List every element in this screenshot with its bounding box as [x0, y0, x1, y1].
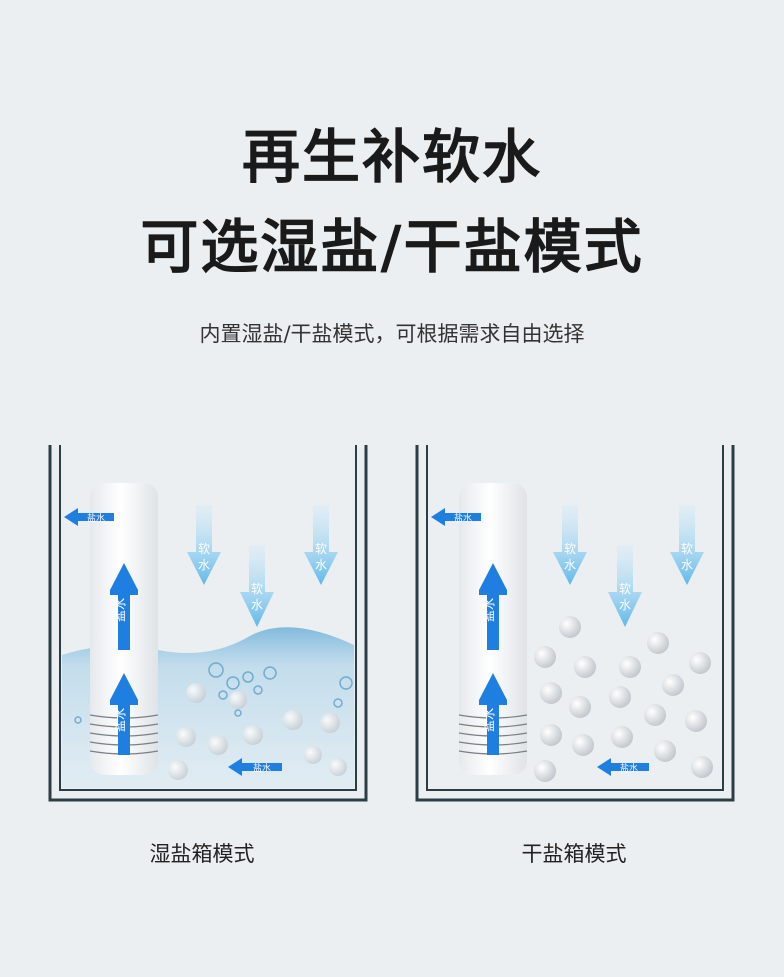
up-arrow-icon — [479, 673, 507, 755]
svg-text:软: 软 — [251, 582, 263, 596]
left-arrow-icon — [64, 508, 114, 526]
soft-water-arrow-2: 软 水 — [670, 505, 704, 585]
wet-salt-tank-illustration: 盐水 盐水 盐水 盐水 软 水 软 水 软 水 — [48, 445, 368, 805]
svg-text:水: 水 — [315, 558, 327, 572]
svg-text:水: 水 — [564, 558, 576, 572]
svg-text:水: 水 — [198, 558, 210, 572]
soft-water-arrow-1: 软 水 — [553, 505, 587, 585]
soft-water-arrow-3: 软 水 — [608, 545, 642, 627]
svg-text:软: 软 — [681, 542, 693, 556]
svg-text:软: 软 — [619, 582, 631, 596]
dry-salt-caption: 干盐箱模式 — [521, 842, 627, 866]
dry-salt-tank-illustration: 盐水 盐水 盐水 盐水 软 水 软 水 软 水 — [415, 445, 735, 805]
salt-pellets — [168, 683, 347, 780]
wet-salt-caption: 湿盐箱模式 — [149, 842, 255, 866]
up-arrow-icon — [110, 563, 138, 755]
salt-water-top-label: 盐水 — [454, 512, 472, 524]
water-bubbles — [74, 662, 353, 724]
left-arrow-bottom-icon — [597, 758, 649, 776]
up-arrow-icon — [479, 563, 507, 650]
svg-text:软: 软 — [564, 542, 576, 556]
soft-water-arrow-2: 软 水 — [304, 505, 338, 585]
soft-water-arrow-1: 软 水 — [187, 505, 221, 585]
salt-water-bottom-label: 盐水 — [253, 762, 271, 774]
salt-water-label: 盐水 — [113, 598, 127, 622]
left-arrow-bottom-icon — [228, 758, 282, 776]
salt-water-label-2: 盐水 — [113, 708, 127, 732]
main-title-line2: 可选湿盐/干盐模式 — [140, 213, 644, 281]
soft-water-arrow-3: 软 水 — [240, 545, 274, 627]
salt-water-label: 盐水 — [482, 598, 496, 622]
subtitle: 内置湿盐/干盐模式，可根据需求自由选择 — [199, 322, 585, 346]
salt-water-bottom-label: 盐水 — [620, 762, 638, 774]
salt-water-top-label: 盐水 — [87, 512, 105, 524]
main-title-line1: 再生补软水 — [241, 123, 542, 191]
svg-text:水: 水 — [681, 558, 693, 572]
left-arrow-icon — [431, 508, 481, 526]
svg-text:水: 水 — [251, 598, 263, 612]
salt-water-label-2: 盐水 — [482, 708, 496, 732]
salt-pellets — [534, 616, 713, 782]
svg-text:软: 软 — [198, 542, 210, 556]
svg-text:软: 软 — [315, 542, 327, 556]
svg-text:水: 水 — [619, 598, 631, 612]
